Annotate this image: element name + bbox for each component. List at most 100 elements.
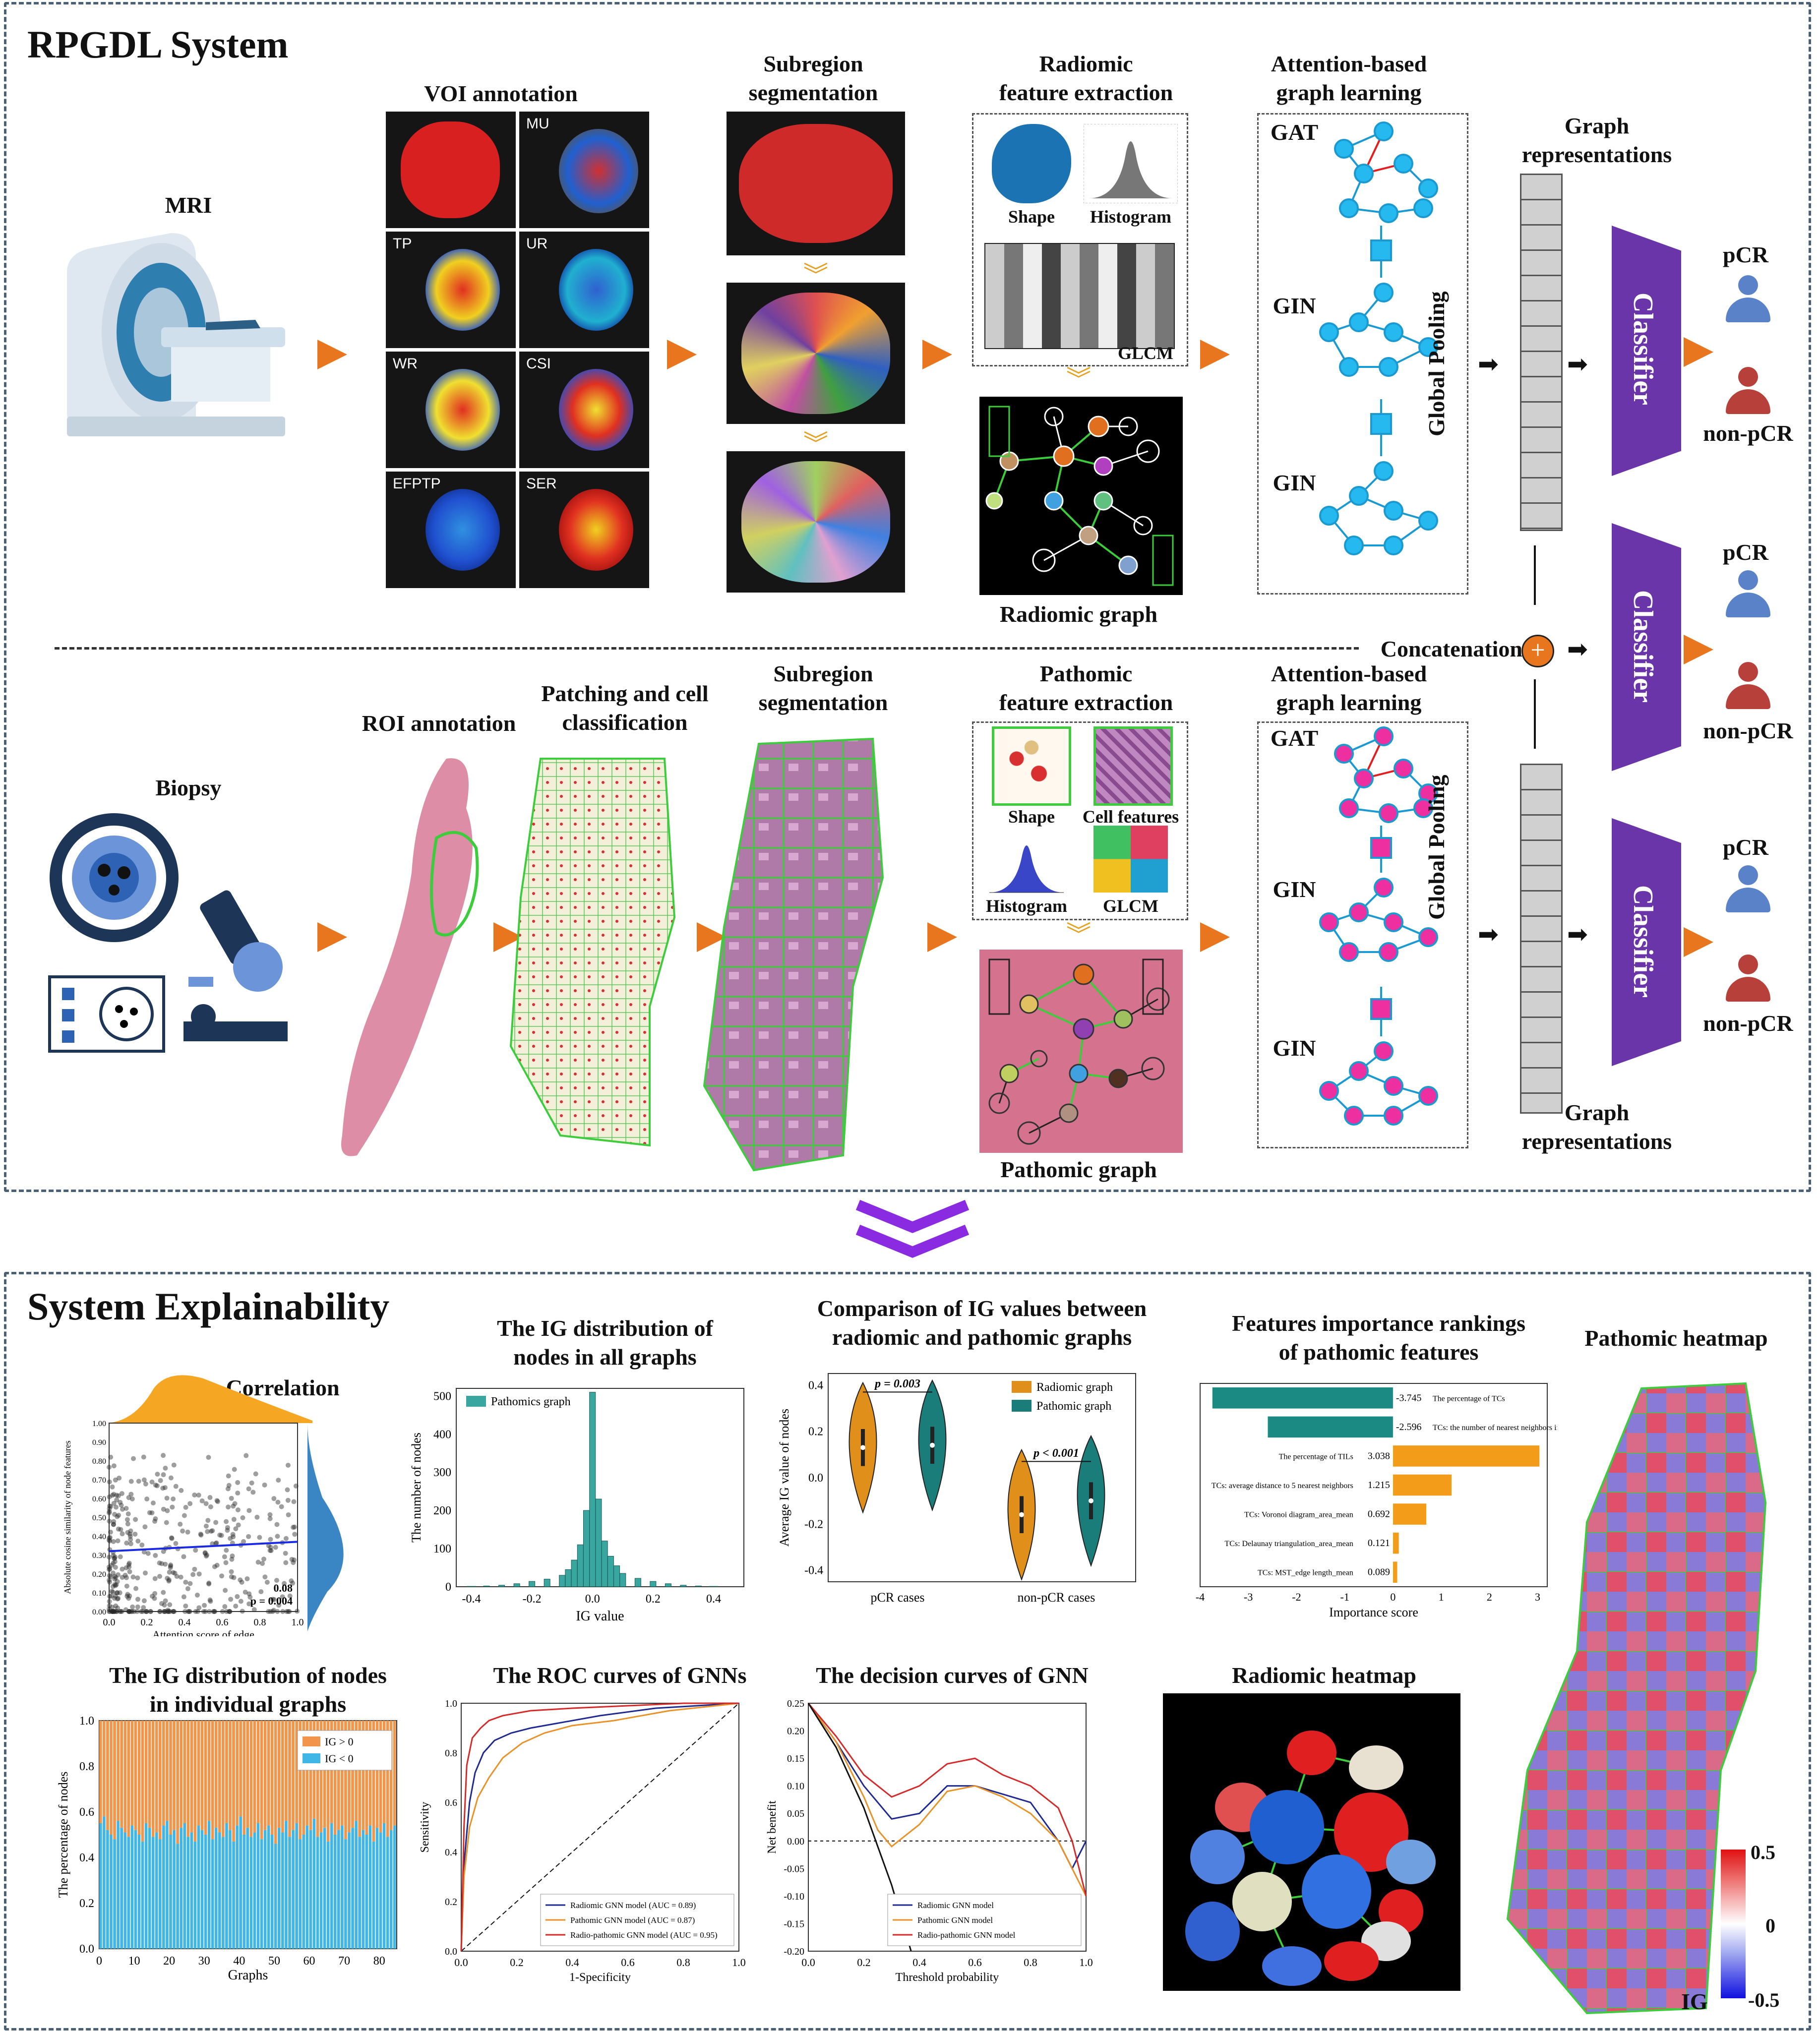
scatter-point (141, 1605, 146, 1610)
scatter-point (126, 1609, 132, 1614)
bar-negative (389, 1830, 393, 1949)
scatter-point (266, 1543, 271, 1549)
bar-positive (274, 1721, 277, 1844)
x-axis-label: 1-Specificity (569, 1971, 631, 1984)
bar-positive (368, 1721, 372, 1826)
scatter-point (275, 1499, 281, 1505)
scatter-point (111, 1492, 117, 1497)
x-tick-label: 0 (96, 1955, 102, 1968)
scatter-point (291, 1499, 297, 1504)
explainability-panel (4, 1272, 1811, 2031)
scatter-point (214, 1540, 219, 1546)
bar-negative (144, 1823, 148, 1949)
rpgdl-system-panel (4, 2, 1811, 1192)
dca-title: The decision curves of GNN (816, 1663, 1089, 1688)
scatter-point (172, 1570, 178, 1576)
scatter-point (144, 1609, 149, 1614)
scatter-point (267, 1548, 273, 1553)
scatter-point (143, 1481, 148, 1487)
scatter-point (202, 1603, 207, 1608)
x-tick-label: 0.6 (216, 1617, 229, 1628)
scatter-point (115, 1514, 120, 1519)
chevron-down-icon: ︾ (1066, 921, 1091, 949)
global-pooling-bottom-label: Global Pooling (1424, 775, 1449, 920)
scatter-point (275, 1609, 280, 1614)
scatter-point (274, 1578, 279, 1583)
scatter-point (229, 1556, 235, 1562)
scatter-point (179, 1488, 184, 1493)
scatter-point (157, 1609, 163, 1614)
scatter-point (152, 1596, 157, 1601)
scatter-point (114, 1609, 119, 1614)
legend-swatch (1012, 1400, 1031, 1412)
bar-negative (239, 1816, 242, 1949)
scatter-point (182, 1609, 188, 1614)
scatter-point (163, 1598, 168, 1604)
graph-vector-bottom (1520, 764, 1563, 1114)
bar-negative (299, 1839, 302, 1949)
bar-positive (351, 1721, 354, 1828)
shape-bottom-label: Shape (1008, 807, 1055, 827)
histogram-bar (544, 1579, 550, 1587)
bar-negative (232, 1841, 235, 1949)
x-tick-label: 30 (198, 1955, 210, 1968)
scatter-point (130, 1574, 136, 1580)
bar-negative (270, 1835, 274, 1949)
legend-label: Radiomic GNN model (AUC = 0.89) (570, 1901, 696, 1910)
scatter-point (291, 1560, 296, 1565)
scatter-point (166, 1577, 172, 1583)
scatter-point (226, 1483, 232, 1488)
y-axis-label: Sensitivity (419, 1802, 431, 1853)
scatter-point (107, 1518, 112, 1524)
p-value-pcr: p = 0.003 (874, 1377, 920, 1390)
bar-negative (113, 1839, 116, 1949)
bar-negative (229, 1830, 232, 1949)
scatter-point (227, 1609, 233, 1614)
scatter-point (112, 1609, 117, 1614)
scatter-point (193, 1548, 198, 1553)
scatter-point (198, 1532, 204, 1538)
scatter-point (149, 1510, 155, 1515)
scatter-point (219, 1533, 224, 1538)
scatter-point (152, 1519, 158, 1524)
scatter-point (110, 1609, 115, 1614)
x-tick-label: 0.4 (912, 1956, 926, 1969)
scatter-point (159, 1561, 165, 1566)
y-tick-label: 300 (433, 1466, 451, 1479)
scatter-point (219, 1573, 225, 1579)
scatter-point (273, 1545, 278, 1550)
bar-positive (267, 1721, 270, 1826)
scatter-point (233, 1604, 239, 1609)
bar-negative (207, 1821, 211, 1949)
x-tick-label: 3 (1535, 1591, 1540, 1603)
classifier-top-label: Classifier (1628, 293, 1658, 406)
bar-negative (222, 1837, 225, 1949)
scatter-point (207, 1597, 213, 1603)
gin-bottom-label-2: GIN (1273, 1035, 1316, 1061)
bar-negative (130, 1825, 134, 1949)
importance-bar (1393, 1561, 1397, 1583)
scatter-point (211, 1609, 216, 1614)
scatter-point (155, 1472, 160, 1477)
scatter-point (135, 1539, 141, 1544)
scatter-point (131, 1609, 137, 1614)
scatter-point (280, 1594, 285, 1600)
legend-swatch (303, 1753, 320, 1763)
scatter-point (168, 1562, 174, 1568)
scatter-point (115, 1590, 120, 1595)
scatter-point (128, 1479, 134, 1484)
scatter-point (163, 1609, 168, 1614)
scatter-point (173, 1484, 179, 1489)
pcr-person-icon (1726, 275, 1770, 325)
y-tick-label: 0.90 (92, 1438, 106, 1447)
histogram-bar (559, 1575, 566, 1587)
scatter-point (117, 1475, 122, 1481)
y-tick-label: 500 (433, 1390, 451, 1403)
scatter-point (201, 1609, 206, 1614)
x-tick-label: -2 (1292, 1591, 1301, 1603)
pcr-person-icon (1726, 570, 1770, 620)
scatter-point (202, 1550, 208, 1555)
